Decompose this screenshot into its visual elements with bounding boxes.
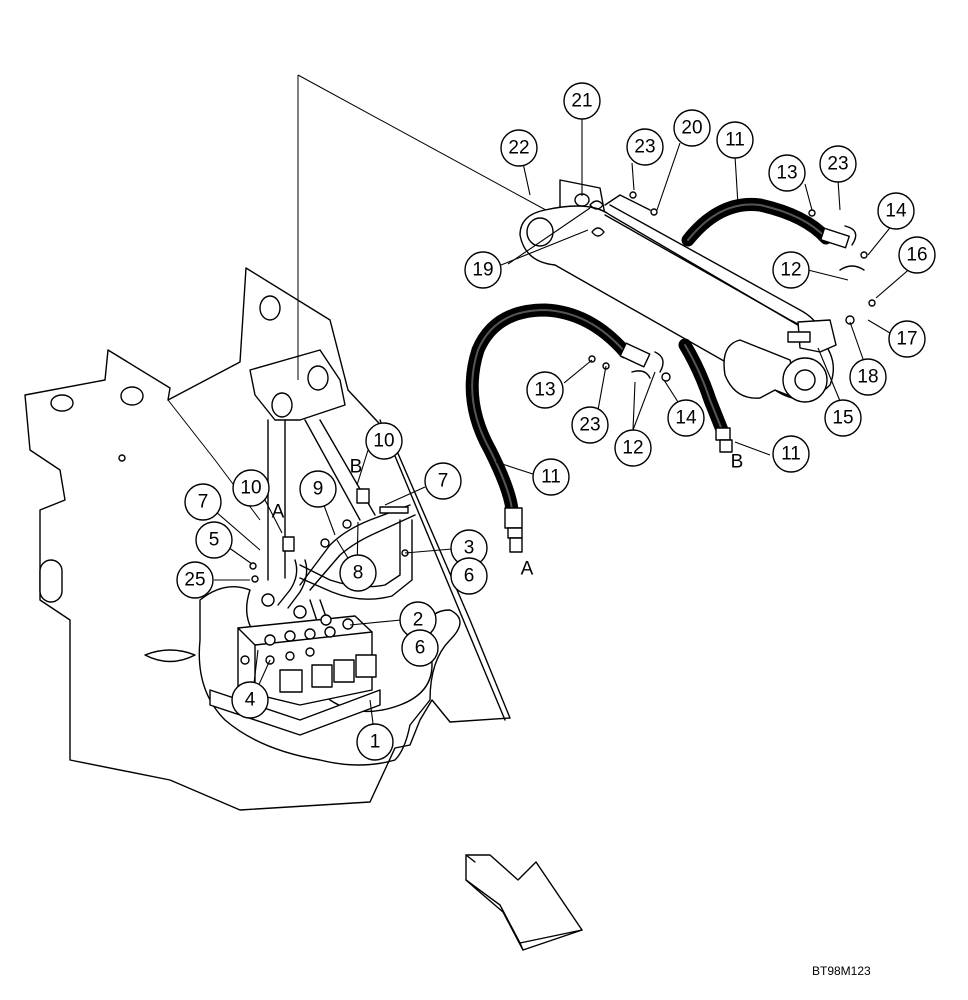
callout-11: 11 xyxy=(532,458,570,496)
svg-text:23: 23 xyxy=(827,154,848,175)
callout-5: 5 xyxy=(195,521,233,559)
callout-10: 10 xyxy=(365,422,403,460)
svg-text:7: 7 xyxy=(438,471,449,492)
callout-22: 22 xyxy=(500,129,538,167)
callout-6: 6 xyxy=(450,557,488,595)
callout-10: 10 xyxy=(232,469,270,507)
svg-text:12: 12 xyxy=(622,438,643,459)
callout-25: 25 xyxy=(176,561,214,599)
callout-bubbles: 21 22 23 20 11 13 23 14 19 12 16 17 18 1… xyxy=(176,82,936,761)
callout-8: 8 xyxy=(339,554,377,592)
svg-text:13: 13 xyxy=(776,163,797,184)
svg-text:1: 1 xyxy=(370,732,381,753)
svg-text:23: 23 xyxy=(579,415,600,436)
figure-code: BT98M123 xyxy=(812,964,871,978)
callout-14: 14 xyxy=(877,192,915,230)
callout-18: 18 xyxy=(849,358,887,396)
callout-23: 23 xyxy=(571,406,609,444)
leader-lines xyxy=(207,119,914,740)
connection-letters: A B B A xyxy=(272,452,744,580)
callout-23: 23 xyxy=(819,145,857,183)
svg-text:6: 6 xyxy=(464,566,475,587)
callout-13: 13 xyxy=(768,154,806,192)
svg-text:10: 10 xyxy=(373,431,394,452)
callout-6: 6 xyxy=(401,629,439,667)
callout-23: 23 xyxy=(626,128,664,166)
callout-16: 16 xyxy=(898,236,936,274)
hydraulic-hoses xyxy=(465,197,876,553)
svg-text:8: 8 xyxy=(353,563,364,584)
svg-text:25: 25 xyxy=(184,570,205,591)
letter-b-valve: B xyxy=(350,457,363,478)
direction-arrow-icon xyxy=(465,854,583,951)
letter-a-hose: A xyxy=(521,559,534,580)
letter-a-valve: A xyxy=(272,502,285,523)
hydraulic-tubes xyxy=(249,488,416,631)
svg-text:22: 22 xyxy=(508,138,529,159)
callout-14: 14 xyxy=(667,399,705,437)
svg-text:3: 3 xyxy=(464,538,475,559)
svg-text:4: 4 xyxy=(245,690,256,711)
svg-text:6: 6 xyxy=(415,638,426,659)
svg-text:7: 7 xyxy=(198,492,209,513)
callout-20: 20 xyxy=(673,109,711,147)
control-valve xyxy=(209,593,381,736)
svg-text:17: 17 xyxy=(896,329,917,350)
callout-12: 12 xyxy=(772,251,810,289)
svg-text:18: 18 xyxy=(857,367,878,388)
callout-9: 9 xyxy=(299,470,337,508)
svg-text:13: 13 xyxy=(534,380,555,401)
callout-15: 15 xyxy=(824,399,862,437)
svg-text:12: 12 xyxy=(780,260,801,281)
svg-text:14: 14 xyxy=(675,408,697,429)
svg-text:19: 19 xyxy=(472,260,493,281)
callout-11: 11 xyxy=(772,435,810,473)
svg-text:10: 10 xyxy=(240,478,261,499)
svg-text:16: 16 xyxy=(906,245,927,266)
callout-17: 17 xyxy=(888,320,926,358)
svg-text:9: 9 xyxy=(313,479,324,500)
svg-text:21: 21 xyxy=(571,91,592,112)
svg-text:14: 14 xyxy=(885,201,907,222)
svg-text:2: 2 xyxy=(413,610,424,631)
callout-11: 11 xyxy=(716,121,754,159)
svg-text:11: 11 xyxy=(725,130,745,151)
svg-text:15: 15 xyxy=(832,408,853,429)
callout-13: 13 xyxy=(526,371,564,409)
svg-text:20: 20 xyxy=(681,118,702,139)
svg-text:5: 5 xyxy=(209,530,220,551)
tilt-cylinder xyxy=(519,179,837,403)
letter-b-hose: B xyxy=(731,452,744,473)
callout-7: 7 xyxy=(184,483,222,521)
svg-text:11: 11 xyxy=(541,467,561,488)
callout-1: 1 xyxy=(356,723,394,761)
svg-text:23: 23 xyxy=(634,137,655,158)
callout-12: 12 xyxy=(614,429,652,467)
callout-21: 21 xyxy=(563,82,601,120)
callout-4: 4 xyxy=(231,681,269,719)
svg-text:11: 11 xyxy=(781,444,801,465)
callout-7: 7 xyxy=(424,462,462,500)
callout-19: 19 xyxy=(464,251,502,289)
